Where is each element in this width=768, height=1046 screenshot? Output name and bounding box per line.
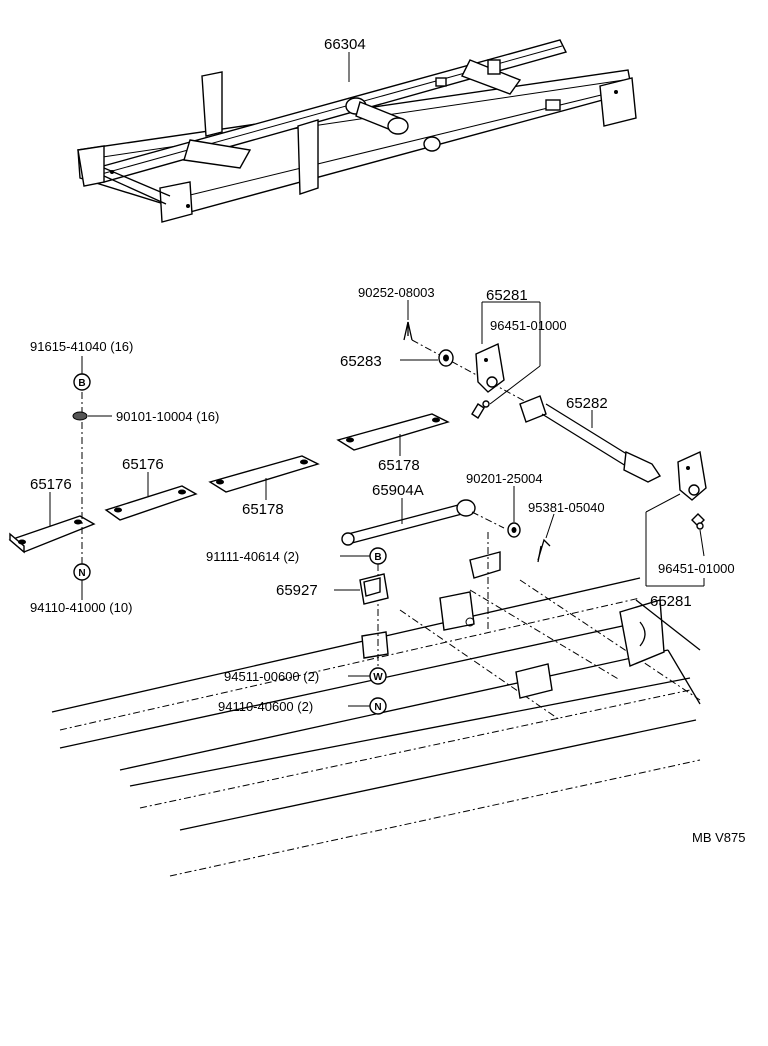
svg-text:B: B (78, 378, 85, 389)
label-washer-90201: 90201-25004 (466, 471, 543, 486)
pin-90252-08003 (403, 321, 413, 341)
label-frame: 66304 (324, 36, 366, 53)
label-bracket: 65927 (276, 582, 318, 599)
support-65178-left (208, 455, 320, 493)
collar-65283 (438, 349, 454, 367)
washer-90201 (507, 522, 521, 538)
hinge-65281-top (475, 342, 505, 393)
nut-icon-center: N (369, 697, 387, 715)
label-center-bolt: 91111-40614 (2) (206, 549, 299, 564)
support-65176-mid (104, 485, 198, 521)
label-center-washer: 94511-00600 (2) (224, 669, 319, 684)
label-support-65176-mid: 65176 (122, 456, 164, 473)
label-left-bolt: 91615-41040 (16) (30, 339, 133, 354)
label-center-nut: 94110-40600 (2) (218, 699, 313, 714)
label-strut: 65282 (566, 395, 608, 412)
label-pin: 90252-08003 (358, 285, 435, 300)
hinge-65281-bottom (677, 450, 707, 501)
leader-grease-bottom (699, 529, 705, 557)
grease-fitting-icon-top (471, 400, 490, 419)
svg-text:N: N (78, 568, 85, 579)
washer-icon-center: W (369, 667, 387, 685)
chassis-rails-illustration (51, 551, 701, 877)
grease-fitting-icon-bottom (691, 513, 705, 530)
label-hinge-top: 65281 (486, 287, 528, 304)
washer-icon-left (72, 411, 88, 421)
svg-text:W: W (373, 672, 383, 683)
label-cotter: 95381-05040 (528, 500, 605, 515)
strut-65282 (519, 395, 662, 483)
bracket-65927 (359, 573, 389, 605)
bolt-icon-left: B (73, 373, 91, 391)
frame-assembly-illustration (77, 39, 637, 223)
label-grease-top: 96451-01000 (490, 318, 567, 333)
label-support-65176-left: 65176 (30, 476, 72, 493)
leader-rod-axis (471, 511, 505, 529)
label-collar: 65283 (340, 353, 382, 370)
diagram-code: MB V875 (692, 830, 745, 845)
label-left-nut: 94110-41000 (10) (30, 600, 132, 615)
support-65176-left (8, 515, 96, 554)
leader-grease-top-2 (489, 365, 541, 405)
label-support-65178-right: 65178 (378, 457, 420, 474)
nut-icon-left: N (73, 563, 91, 581)
leader-hinge-bottom-1 (645, 493, 681, 513)
svg-text:N: N (374, 702, 381, 713)
label-support-65178-left: 65178 (242, 501, 284, 518)
label-rod: 65904A (372, 482, 424, 499)
label-left-washer: 90101-10004 (16) (116, 409, 219, 424)
svg-text:B: B (374, 552, 381, 563)
label-hinge-bottom: 65281 (650, 593, 692, 610)
leader-cotter (545, 513, 555, 539)
rod-65904a (341, 499, 476, 546)
bolt-icon-center: B (369, 547, 387, 565)
cotter-pin-95381 (537, 538, 551, 563)
support-65178-right (336, 413, 450, 451)
label-grease-bottom: 96451-01000 (658, 561, 735, 576)
leader-pin-axis (411, 339, 531, 405)
